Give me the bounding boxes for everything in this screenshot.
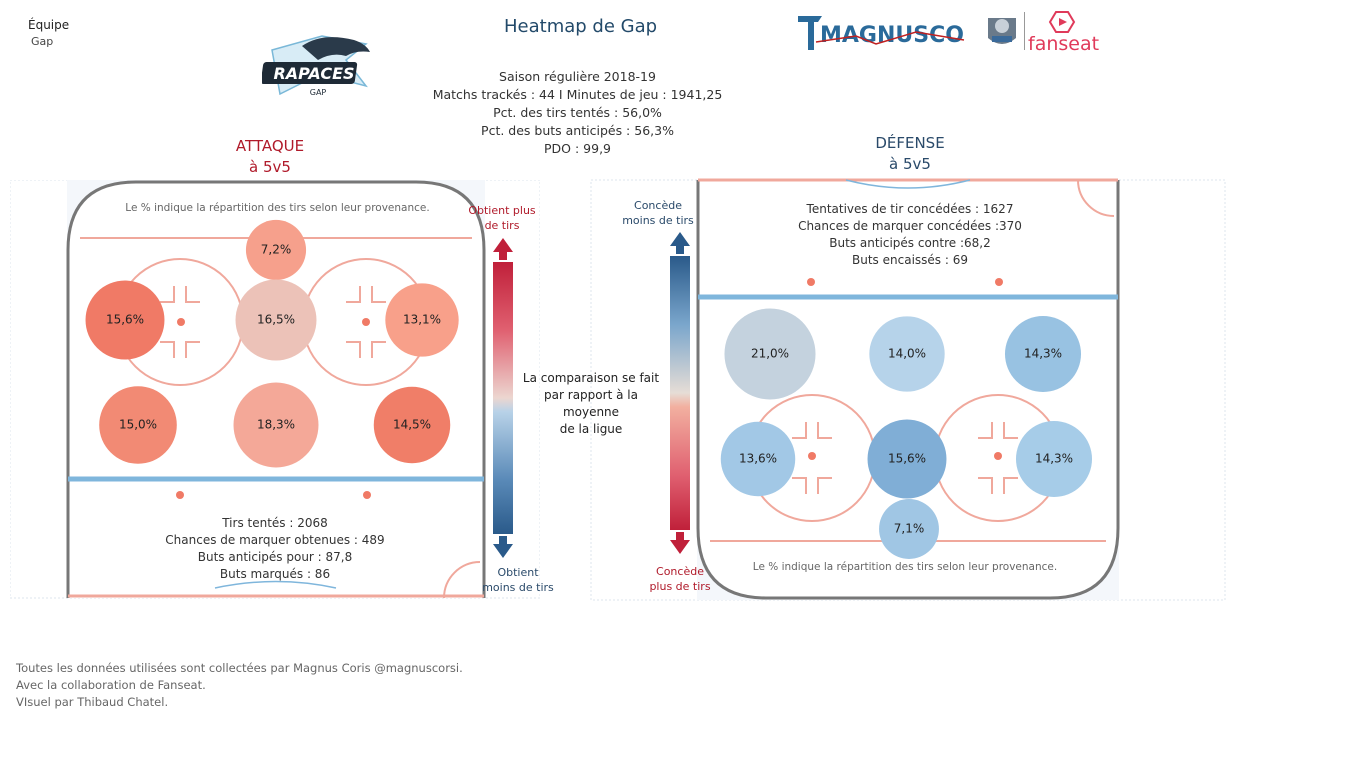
zone-label: 15,0% <box>119 418 157 432</box>
team-value[interactable]: Gap <box>31 35 54 48</box>
defense-stats: Tentatives de tir concédées : 1627 Chanc… <box>780 201 1040 269</box>
zone-label: 14,5% <box>393 418 431 432</box>
zone-label: 7,1% <box>894 522 925 536</box>
attack-title: ATTAQUE à 5v5 <box>235 137 305 176</box>
defense-legend-top: Concède moins de tirs <box>622 199 694 227</box>
zone-bubble[interactable] <box>724 308 816 400</box>
zone-bubble[interactable] <box>1004 315 1082 393</box>
season-stats: Saison régulière 2018-19 Matchs trackés … <box>380 68 775 158</box>
stats-shot-pct: Pct. des tirs tentés : 56,0% <box>493 105 662 120</box>
fanseat-logo: fanseat <box>1028 11 1099 54</box>
defense-shots: Tentatives de tir concédées : 1627 <box>806 202 1014 216</box>
stats-pdo: PDO : 99,9 <box>544 141 611 156</box>
fanseat-text: fanseat <box>1028 33 1099 54</box>
zone-label: 13,6% <box>739 452 777 466</box>
attack-shots: Tirs tentés : 2068 <box>222 516 328 530</box>
arrow-down-icon <box>493 536 513 558</box>
zone-label: 16,5% <box>257 313 295 327</box>
zone-bubble[interactable] <box>373 386 451 464</box>
defense-note: Le % indique la répartition des tirs sel… <box>752 561 1058 573</box>
defense-title: DÉFENSE à 5v5 <box>875 134 945 173</box>
logo-divider <box>1024 12 1025 50</box>
attack-legend-bar <box>493 238 513 558</box>
zone-bubble[interactable] <box>245 219 307 281</box>
zone-label: 7,2% <box>261 243 292 257</box>
defense-bubbles: 14,0% 21,0% 14,3% 13,6% 15,6% 14,3% 7,1% <box>720 308 1093 559</box>
zone-label: 13,1% <box>403 313 441 327</box>
footer-collab: Avec la collaboration de Fanseat. <box>16 678 206 692</box>
zone-bubble[interactable] <box>1015 420 1093 498</box>
zone-bubble[interactable] <box>385 283 459 357</box>
zone-bubble[interactable] <box>867 419 947 499</box>
zone-label: 18,3% <box>257 418 295 432</box>
attack-legend-bottom: Obtient moins de tirs <box>482 566 554 594</box>
logo-text: RAPACES <box>273 64 354 83</box>
footer-credit: VIsuel par Thibaud Chatel. <box>16 695 169 709</box>
defense-legend-bar <box>670 232 690 554</box>
zone-label: 15,6% <box>888 452 926 466</box>
arrow-up-icon <box>670 232 690 254</box>
magnus-logo-text: MAGNUSCORSI <box>820 23 966 48</box>
zone-label: 21,0% <box>751 347 789 361</box>
zone-label: 14,0% <box>888 347 926 361</box>
footer-source: Toutes les données utilisées sont collec… <box>16 661 463 675</box>
defense-rink: 14,0% 21,0% 14,3% 13,6% 15,6% 14,3% 7,1% <box>590 178 1226 601</box>
arrow-up-icon <box>493 238 513 260</box>
arrow-down-icon <box>670 532 690 554</box>
zone-bubble[interactable] <box>720 421 796 497</box>
zone-bubble[interactable] <box>879 499 939 559</box>
zone-bubble[interactable] <box>233 382 319 468</box>
page-title: Heatmap de Gap <box>504 16 658 37</box>
attack-rink: 7,2% 15,6% 16,5% 13,1% 15,0% 18,3% 14,5% <box>10 180 540 599</box>
footer: Toutes les données utilisées sont collec… <box>16 660 463 711</box>
defense-xg: Buts anticipés contre :68,2 <box>829 236 991 250</box>
attack-bubbles: 7,2% 15,6% 16,5% 13,1% 15,0% 18,3% 14,5% <box>85 219 459 468</box>
zone-bubble[interactable] <box>85 280 165 360</box>
team-label: Équipe <box>28 18 70 32</box>
attack-xg: Buts anticipés pour : 87,8 <box>197 550 353 564</box>
defense-legend-bottom: Concède plus de tirs <box>649 565 711 593</box>
attack-stats: Tirs tentés : 2068 Chances de marquer ob… <box>150 515 400 583</box>
legend-comparison-note: La comparaison se fait par rapport à la … <box>522 371 660 436</box>
stats-matches: Matchs trackés : 44 I Minutes de jeu : 1… <box>432 87 723 102</box>
zone-bubble[interactable] <box>869 316 945 392</box>
defense-chances: Chances de marquer concédées :370 <box>798 219 1022 233</box>
team-logo: RAPACES GAP <box>262 35 370 97</box>
stats-xg-pct: Pct. des buts anticipés : 56,3% <box>481 123 674 138</box>
stats-season: Saison régulière 2018-19 <box>499 69 656 84</box>
attack-note: Le % indique la répartition des tirs sel… <box>125 202 430 214</box>
magnuscorsi-logo: MAGNUSCORSI <box>798 16 966 50</box>
logo-subtext: GAP <box>310 88 327 97</box>
zone-label: 14,3% <box>1035 452 1073 466</box>
attack-chances: Chances de marquer obtenues : 489 <box>165 533 385 547</box>
zone-bubble[interactable] <box>99 386 177 464</box>
attack-legend-top: Obtient plus de tirs <box>468 204 536 232</box>
zone-bubble[interactable] <box>235 279 317 361</box>
defense-goals: Buts encaissés : 69 <box>852 253 968 267</box>
zone-label: 14,3% <box>1024 347 1062 361</box>
league-logo <box>988 18 1016 44</box>
zone-label: 15,6% <box>106 313 144 327</box>
attack-goals: Buts marqués : 86 <box>219 567 331 581</box>
